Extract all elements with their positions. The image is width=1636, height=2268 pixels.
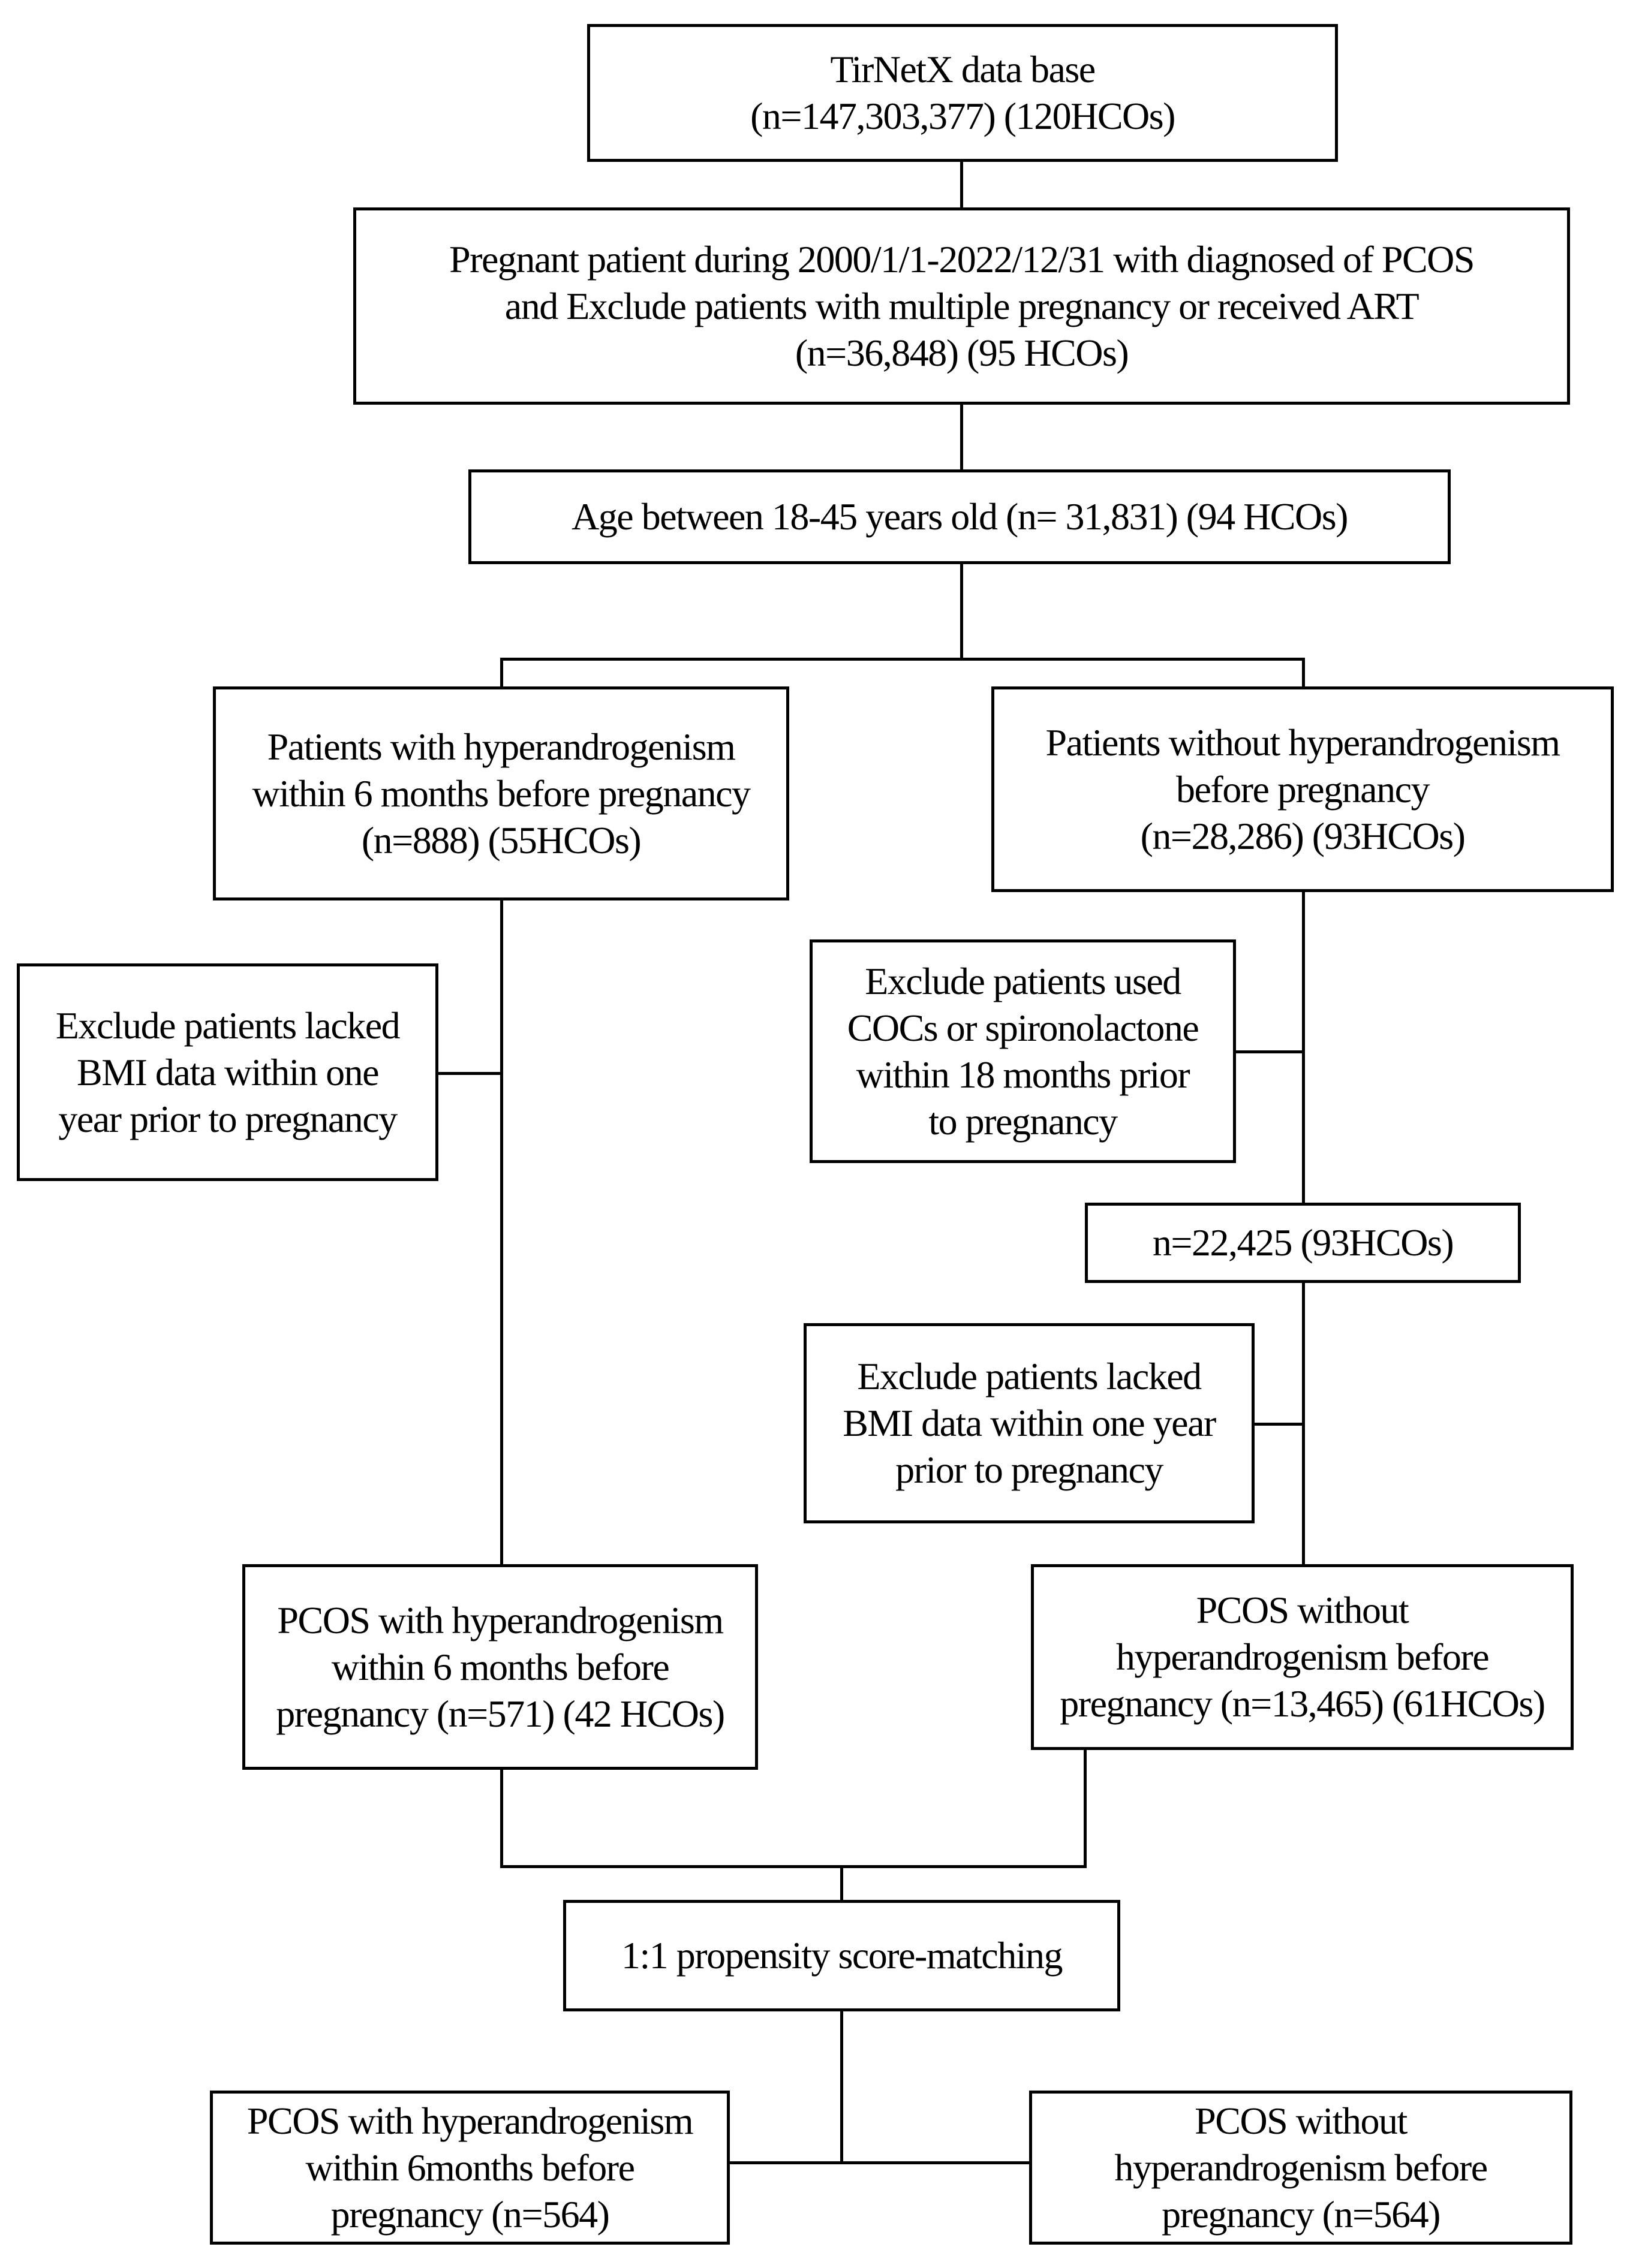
- box-matched-with-hyperandrogenism-text: PCOS with hyperandrogenism within 6month…: [246, 2099, 694, 2236]
- connector-database-to-pregnant: [960, 162, 963, 207]
- box-exclude-bmi-right: Exclude patients lacked BMI data within …: [804, 1323, 1255, 1523]
- connector-left-exclude-tick: [438, 1072, 503, 1075]
- box-exclude-bmi-left-text: Exclude patients lacked BMI data within …: [55, 1004, 401, 1140]
- connector-right-bmi-tick: [1255, 1423, 1305, 1426]
- connector-left-vertical: [500, 900, 503, 1564]
- box-propensity-matching: 1:1 propensity score-matching: [563, 1900, 1120, 2011]
- connector-merge-to-psm: [840, 1865, 843, 1900]
- box-age-filter-text: Age between 18-45 years old (n= 31,831) …: [572, 495, 1348, 538]
- connector-merge-right-drop: [1084, 1750, 1087, 1868]
- box-pregnant-pcos-text: Pregnant patient during 2000/1/1-2022/12…: [449, 237, 1475, 374]
- connector-final-left: [730, 2161, 843, 2164]
- box-exclude-bmi-left: Exclude patients lacked BMI data within …: [17, 963, 438, 1181]
- box-with-hyperandrogenism: Patients with hyperandrogenism within 6 …: [213, 686, 789, 900]
- box-exclude-cocs-text: Exclude patients used COCs or spironolac…: [847, 959, 1199, 1143]
- box-n-22425: n=22,425 (93HCOs): [1085, 1203, 1521, 1283]
- box-age-filter: Age between 18-45 years old (n= 31,831) …: [468, 469, 1451, 564]
- box-pcos-without-hyperandrogenism-text: PCOS without hyperandrogenism before pre…: [1060, 1589, 1545, 1725]
- connector-age-down: [960, 564, 963, 659]
- box-exclude-bmi-right-text: Exclude patients lacked BMI data within …: [843, 1355, 1216, 1491]
- connector-branch-left-drop: [500, 658, 503, 686]
- connector-branch-horizontal: [500, 658, 1305, 661]
- box-pcos-with-hyperandrogenism: PCOS with hyperandrogenism within 6 mont…: [242, 1564, 758, 1770]
- connector-pregnant-to-age: [960, 405, 963, 469]
- box-matched-without-hyperandrogenism-text: PCOS without hyperandrogenism before pre…: [1114, 2099, 1488, 2236]
- box-matched-without-hyperandrogenism: PCOS without hyperandrogenism before pre…: [1029, 2091, 1572, 2245]
- box-with-hyperandrogenism-text: Patients with hyperandrogenism within 6 …: [252, 725, 751, 862]
- box-without-hyperandrogenism: Patients without hyperandrogenism before…: [991, 686, 1614, 892]
- box-exclude-cocs: Exclude patients used COCs or spironolac…: [810, 939, 1236, 1163]
- box-n-22425-text: n=22,425 (93HCOs): [1152, 1221, 1454, 1264]
- box-pcos-with-hyperandrogenism-text: PCOS with hyperandrogenism within 6 mont…: [276, 1598, 725, 1735]
- box-pregnant-pcos: Pregnant patient during 2000/1/1-2022/12…: [353, 207, 1570, 405]
- connector-psm-down: [840, 2011, 843, 2164]
- connector-final-right: [840, 2161, 1029, 2164]
- box-database: TirNetX data base (n=147,303,377) (120HC…: [587, 24, 1338, 162]
- box-without-hyperandrogenism-text: Patients without hyperandrogenism before…: [1045, 721, 1560, 857]
- connector-merge-horizontal: [500, 1865, 1087, 1868]
- connector-branch-right-drop: [1302, 658, 1305, 686]
- connector-right-cocs-tick: [1236, 1050, 1305, 1053]
- box-database-text: TirNetX data base (n=147,303,377) (120HC…: [750, 48, 1175, 137]
- box-matched-with-hyperandrogenism: PCOS with hyperandrogenism within 6month…: [210, 2091, 730, 2245]
- box-propensity-matching-text: 1:1 propensity score-matching: [621, 1934, 1063, 1977]
- box-pcos-without-hyperandrogenism: PCOS without hyperandrogenism before pre…: [1031, 1564, 1574, 1750]
- connector-right-vertical-upper: [1302, 892, 1305, 1203]
- connector-merge-left-drop: [500, 1770, 503, 1868]
